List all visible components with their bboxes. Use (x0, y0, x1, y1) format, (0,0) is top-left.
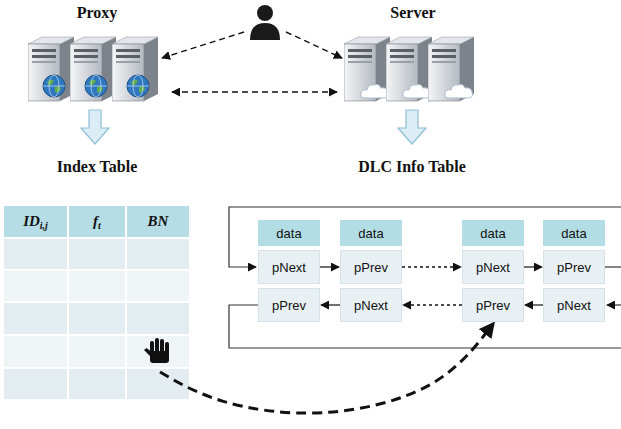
list-node: data pNext pPrev (462, 220, 524, 322)
link-arrow (321, 304, 340, 305)
user-body (250, 23, 280, 40)
field-label: data (358, 226, 383, 241)
link-arrow (524, 266, 542, 267)
table-header-cell: ft (68, 205, 126, 238)
index-table: IDi,jftBN (3, 205, 190, 400)
data-field: data (543, 220, 605, 246)
table-grid (3, 205, 190, 400)
field-label: pNext (354, 298, 388, 313)
table-header-cell: BN (126, 205, 190, 238)
pointer-field: pNext (340, 288, 402, 322)
link-arrow (320, 266, 339, 267)
pointer-field: pNext (543, 288, 605, 322)
pointer-field: pNext (258, 250, 320, 284)
group-heading: Proxy (22, 4, 172, 22)
pointer-field: pPrev (258, 288, 320, 322)
data-field: data (258, 220, 320, 246)
link-arrow (402, 266, 461, 267)
field-label: data (276, 226, 301, 241)
table-caption: Index Table (57, 158, 137, 176)
field-label: pNext (557, 298, 591, 313)
down-arrow (398, 110, 426, 144)
field-label: pPrev (354, 260, 388, 275)
request-arrow (286, 32, 342, 58)
link-arrow (525, 304, 543, 305)
user-head (257, 5, 273, 21)
list-panel (229, 207, 621, 348)
group-heading: Server (338, 4, 488, 22)
list-node: data pPrev pNext (543, 220, 605, 322)
pointer-field: pPrev (543, 250, 605, 284)
server-group: Proxy (22, 4, 172, 104)
field-label: pPrev (272, 298, 306, 313)
data-field: data (340, 220, 402, 246)
field-label: pNext (272, 260, 306, 275)
link-arrow (172, 91, 337, 92)
field-label: pPrev (476, 298, 510, 313)
proxy-servers (28, 37, 158, 101)
field-label: data (561, 226, 586, 241)
field-label: pNext (476, 260, 510, 275)
list-node: data pPrev pNext (340, 220, 402, 322)
pointer-field: pNext (462, 250, 524, 284)
field-label: pPrev (557, 260, 591, 275)
server-group: Server (338, 4, 488, 104)
table-caption: DLC Info Table (358, 158, 466, 176)
column-header: f (93, 213, 98, 230)
request-arrow (162, 32, 244, 58)
hand-pointer (144, 338, 169, 363)
lookup-arrow (160, 324, 493, 413)
column-header: BN (148, 213, 169, 230)
backend-servers (344, 37, 474, 101)
field-label: data (480, 226, 505, 241)
link-arrow (403, 304, 462, 305)
column-subscript: t (98, 220, 101, 231)
pointer-field: pPrev (340, 250, 402, 284)
user-icon (250, 5, 280, 40)
data-field: data (462, 220, 524, 246)
column-subscript: i,j (40, 220, 48, 231)
list-node: data pNext pPrev (258, 220, 320, 322)
pointer-field: pPrev (462, 288, 524, 322)
table-header-cell: IDi,j (3, 205, 68, 238)
down-arrow (81, 110, 109, 144)
column-header: ID (23, 213, 40, 230)
